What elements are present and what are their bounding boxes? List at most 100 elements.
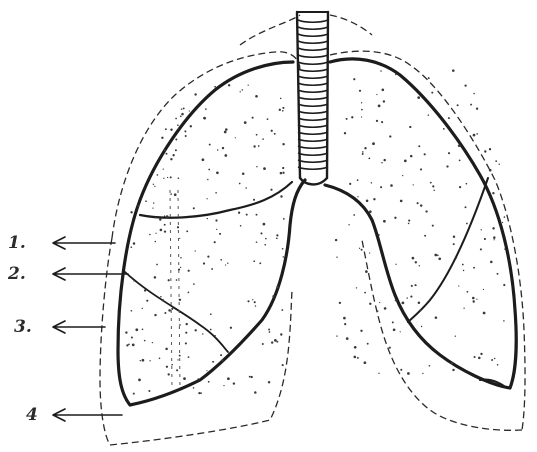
- stipple-dot: [256, 166, 257, 167]
- stipple-dot: [271, 341, 273, 343]
- stipple-dot: [489, 169, 492, 172]
- label-4-group: 4: [26, 405, 122, 425]
- stipple-dot: [166, 153, 168, 155]
- stipple-dot: [380, 186, 382, 188]
- stipple-dot: [219, 233, 221, 235]
- stipple-dot: [336, 335, 337, 336]
- stipple-dot: [431, 92, 433, 94]
- trachea: [297, 12, 328, 184]
- stipple-dot: [335, 239, 337, 241]
- stipple-dot: [504, 248, 505, 249]
- stipple-dot: [344, 132, 346, 134]
- stipple-dot: [419, 309, 421, 311]
- stipple-dot: [361, 109, 363, 111]
- stipple-dot: [499, 164, 500, 165]
- stipple-dot: [224, 131, 227, 134]
- stipple-dot: [354, 356, 357, 359]
- stipple-dot: [361, 249, 363, 251]
- trachea-ring: [298, 90, 328, 92]
- stipple-dot: [392, 321, 394, 323]
- stipple-dot: [457, 104, 459, 106]
- stipple-dot: [164, 224, 166, 226]
- stipple-dot: [346, 337, 349, 340]
- stipple-dot: [402, 302, 405, 305]
- stipple-dot: [473, 267, 475, 269]
- stipple-dot: [463, 308, 464, 309]
- stipple-dot: [359, 90, 361, 92]
- stipple-dot: [419, 265, 420, 266]
- stipple-dot: [177, 226, 179, 228]
- stipple-dot: [262, 138, 264, 140]
- stipple-dot: [238, 212, 240, 214]
- stipple-dot: [364, 361, 367, 364]
- stipple-dot: [493, 236, 496, 239]
- stipple-dot: [233, 382, 235, 384]
- stipple-dot: [362, 151, 364, 153]
- stipple-dot: [480, 353, 482, 355]
- stipple-dot: [276, 341, 278, 343]
- stipple-dot: [274, 339, 277, 342]
- stipple-dot: [215, 192, 217, 194]
- stipple-dot: [339, 302, 341, 304]
- stipple-dot: [415, 261, 417, 263]
- stipple-dot: [494, 239, 495, 240]
- stipple-dot: [466, 183, 468, 185]
- stipple-dot: [383, 100, 385, 102]
- stipple-dot: [356, 287, 357, 288]
- stipple-dot: [185, 135, 187, 137]
- stipple-dot: [343, 317, 346, 320]
- stipple-dot: [207, 218, 208, 219]
- trachea-ring: [298, 83, 328, 85]
- stipple-dot: [154, 276, 157, 279]
- trachea-ring: [298, 62, 328, 64]
- stipple-dot: [220, 354, 222, 356]
- stipple-dot: [400, 200, 403, 203]
- stipple-dot: [242, 89, 244, 91]
- stipple-dot: [348, 224, 349, 225]
- stipple-dot: [214, 335, 215, 336]
- stipple-dot: [484, 238, 486, 240]
- stipple-dot: [265, 238, 267, 240]
- stipple-dot: [380, 70, 382, 72]
- stipple-dot: [282, 107, 284, 109]
- stipple-dot: [154, 186, 155, 187]
- stipple-dot: [253, 145, 255, 147]
- stipple-dot: [420, 168, 422, 170]
- stipple-dot: [209, 144, 211, 146]
- stipple-dot: [502, 222, 503, 223]
- label-2-group: 2.: [7, 264, 128, 284]
- stipple-dot: [464, 84, 466, 86]
- stipple-dot: [473, 93, 475, 95]
- trachea-ring: [298, 41, 328, 43]
- stipple-dot: [383, 159, 385, 161]
- stipple-dot: [282, 143, 284, 145]
- stipple-dot: [161, 137, 163, 139]
- stipple-dot: [432, 185, 434, 187]
- trachea-ring: [298, 146, 328, 148]
- stipple-dot: [280, 172, 283, 175]
- stipple-dot: [458, 285, 459, 286]
- stipple-dot: [188, 292, 190, 294]
- stipple-dot: [410, 296, 412, 298]
- stipple-dot: [408, 223, 410, 225]
- stipple-dot: [166, 215, 169, 218]
- stipple-dot: [276, 237, 278, 239]
- stipple-dot: [184, 130, 186, 132]
- stipple-dot: [149, 360, 150, 361]
- stipple-dot: [145, 200, 147, 202]
- stipple-dot: [180, 257, 182, 259]
- stipple-dot: [283, 218, 285, 220]
- stipple-dot: [207, 179, 209, 181]
- stipple-dot: [459, 186, 461, 188]
- stipple-dot: [202, 158, 205, 161]
- stipple-dot: [166, 366, 168, 368]
- stipple-dot: [131, 310, 133, 312]
- stipple-dot: [159, 218, 161, 220]
- stipple-dot: [164, 150, 166, 152]
- stipple-dot: [174, 193, 177, 196]
- stipple-dot: [208, 169, 210, 171]
- stipple-dot: [433, 190, 434, 191]
- stipple-dot: [430, 182, 432, 184]
- stipple-dot: [410, 155, 413, 158]
